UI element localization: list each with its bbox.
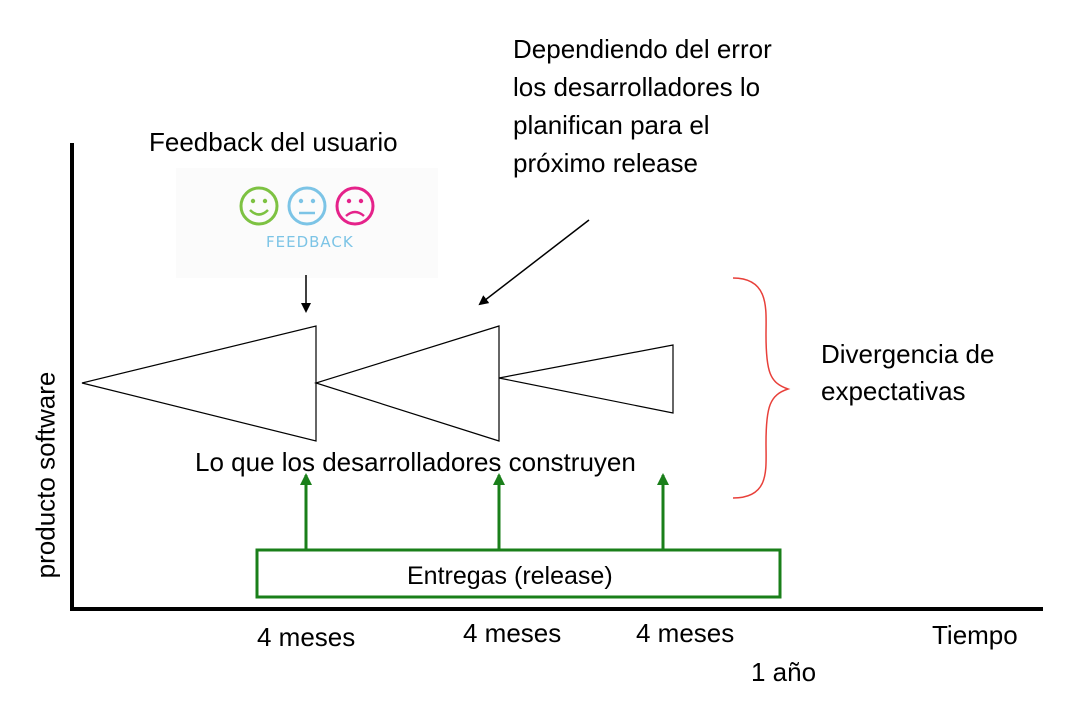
triangle-release-3 (498, 344, 674, 414)
divergence-brace (732, 277, 791, 499)
triangle-release-2 (313, 325, 500, 442)
built-label: Lo que los desarrolladores construyen (195, 447, 636, 477)
error-note-line: planifican para el (513, 110, 710, 140)
feedback-title: Feedback del usuario (149, 127, 398, 157)
happy-face-icon (239, 186, 279, 226)
time-label: 4 meses (463, 618, 562, 648)
error-note: Dependiendo del error los desarrolladore… (513, 30, 772, 182)
time-label: 4 meses (636, 618, 735, 648)
releases-label: Entregas (release) (407, 562, 613, 590)
sad-face-icon (335, 186, 375, 226)
releases-box (255, 548, 782, 599)
error-arrow (478, 219, 590, 306)
neutral-face-icon (287, 186, 327, 226)
year-label: 1 año (751, 657, 817, 687)
time-label: 4 meses (257, 622, 356, 652)
divergence-label: Divergencia de expectativas (821, 336, 994, 410)
error-note-line: próximo release (513, 148, 698, 178)
divergence-line: expectativas (821, 376, 966, 406)
error-note-line: Dependiendo del error (513, 34, 772, 64)
x-axis-label: Tiempo (932, 620, 1018, 650)
error-note-line: los desarrolladores lo (513, 72, 761, 102)
feedback-badge-text: FEEDBACK (266, 233, 354, 251)
divergence-line: Divergencia de (821, 339, 995, 369)
triangle-release-1 (81, 325, 317, 442)
y-axis-label: producto software (30, 371, 61, 579)
